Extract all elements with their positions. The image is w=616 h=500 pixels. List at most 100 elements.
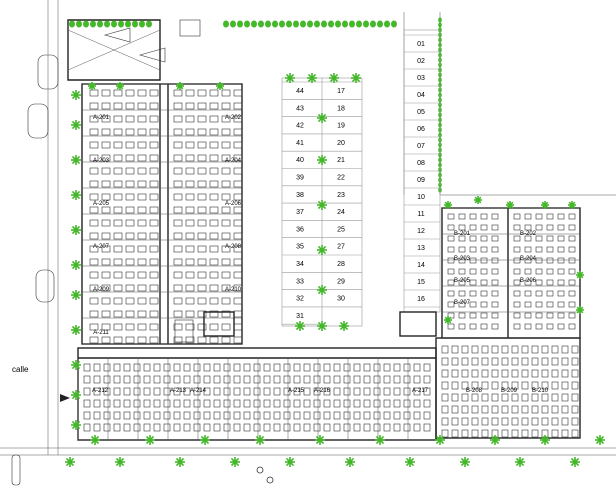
hedge-shrub	[321, 20, 327, 28]
block-a-tower	[81, 83, 243, 345]
hedge-shrub	[104, 20, 110, 28]
hedge-shrub	[76, 20, 82, 28]
parking-space-number: 18	[337, 105, 345, 112]
tree-icon	[285, 457, 295, 467]
parking-space-number: 16	[417, 296, 425, 303]
parking-space-number: 31	[296, 313, 304, 320]
entrance-ramp	[67, 19, 201, 81]
hedge-shrub	[286, 20, 292, 28]
tree-icon	[317, 285, 327, 295]
tree-icon	[568, 201, 576, 209]
unit-label: B-209	[501, 388, 518, 394]
tree-icon	[255, 435, 265, 445]
tree-icon	[71, 360, 81, 370]
parking-space-number: 24	[337, 209, 345, 216]
parking-space-number: 41	[296, 140, 304, 147]
unit-label: B-201	[454, 231, 471, 237]
site-boundary	[0, 0, 616, 456]
unit-label: A-211	[93, 330, 109, 336]
street-cars	[11, 54, 59, 486]
tree-icon	[145, 435, 155, 445]
hedge-shrub	[328, 20, 334, 28]
hedge-shrub	[132, 20, 138, 28]
tree-icon	[176, 82, 184, 90]
hedge-shrub	[293, 20, 299, 28]
unit-label: A-216	[314, 388, 331, 394]
hedge-shrub	[118, 20, 124, 28]
parking-space-number: 38	[296, 192, 304, 199]
block-b-tower	[435, 207, 581, 439]
tree-icon	[595, 435, 605, 445]
unit-label: A-209	[93, 287, 110, 293]
tree-icon	[71, 190, 81, 200]
parking-space-number: 13	[417, 245, 425, 252]
unit-label: A-205	[93, 201, 110, 207]
tree-icon	[116, 82, 124, 90]
parking-space-number: 32	[296, 296, 304, 303]
tree-icon	[71, 420, 81, 430]
parking-lot-right	[403, 29, 441, 313]
tree-icon	[515, 457, 525, 467]
hedge-shrub	[356, 20, 362, 28]
hedge-shrub	[391, 20, 397, 28]
hedge-shrub	[69, 20, 75, 28]
parking-space-number: 17	[337, 88, 345, 95]
parking-space-number: 36	[296, 226, 304, 233]
hedge-shrub	[307, 20, 313, 28]
hedge-shrub	[125, 20, 131, 28]
tree-icon	[71, 225, 81, 235]
tree-icon	[317, 200, 327, 210]
parking-space-number: 22	[337, 175, 345, 182]
tree-icon	[216, 82, 224, 90]
hedge-shrub	[251, 20, 257, 28]
tree-icon	[71, 290, 81, 300]
hedge-shrub	[377, 20, 383, 28]
hedge-shrub	[258, 20, 264, 28]
hedge-shrub	[83, 20, 89, 28]
hedge-shrub	[279, 20, 285, 28]
landscape-trees	[65, 73, 605, 484]
unit-label: A-213	[170, 388, 187, 394]
unit-label: A-204	[225, 158, 242, 164]
tree-icon	[506, 201, 514, 209]
manhole-icon	[256, 466, 264, 474]
tree-icon	[317, 245, 327, 255]
unit-label: A-203	[93, 158, 110, 164]
parking-space-number: 07	[417, 143, 425, 150]
hedge-shrub	[438, 22, 442, 28]
block-a-bottom-row	[77, 347, 437, 441]
tree-icon	[90, 435, 100, 445]
unit-label: B-207	[454, 300, 471, 306]
tree-icon	[307, 73, 317, 83]
unit-label: B-202	[520, 231, 537, 237]
unit-label: A-215	[288, 388, 305, 394]
tree-icon	[576, 306, 584, 314]
hedge-shrub	[363, 20, 369, 28]
parking-space-number: 34	[296, 261, 304, 268]
parking-space-number: 03	[417, 75, 425, 82]
right-hedge	[438, 17, 442, 193]
street-label: calle	[12, 365, 29, 374]
tree-icon	[329, 73, 339, 83]
hedge-shrub	[272, 20, 278, 28]
parking-space-number: 29	[337, 278, 345, 285]
north-arrow-icon	[60, 394, 70, 402]
unit-label: A-201	[93, 115, 110, 121]
tree-icon	[115, 457, 125, 467]
unit-label: B-205	[454, 278, 471, 284]
plan-labels: 0102030405060708091011121314151644434241…	[92, 41, 549, 394]
tree-icon	[88, 82, 96, 90]
unit-label: B-204	[520, 256, 537, 262]
parking-space-number: 19	[337, 123, 345, 130]
tree-icon	[570, 457, 580, 467]
hedge-shrub	[230, 20, 236, 28]
hedge-shrub	[349, 20, 355, 28]
tree-icon	[541, 201, 549, 209]
tree-icon	[375, 435, 385, 445]
parking-space-number: 05	[417, 109, 425, 116]
unit-label: A-206	[225, 201, 242, 207]
hedge-shrub	[223, 20, 229, 28]
unit-label: A-202	[225, 115, 242, 121]
tree-icon	[230, 457, 240, 467]
tree-icon	[474, 196, 482, 204]
